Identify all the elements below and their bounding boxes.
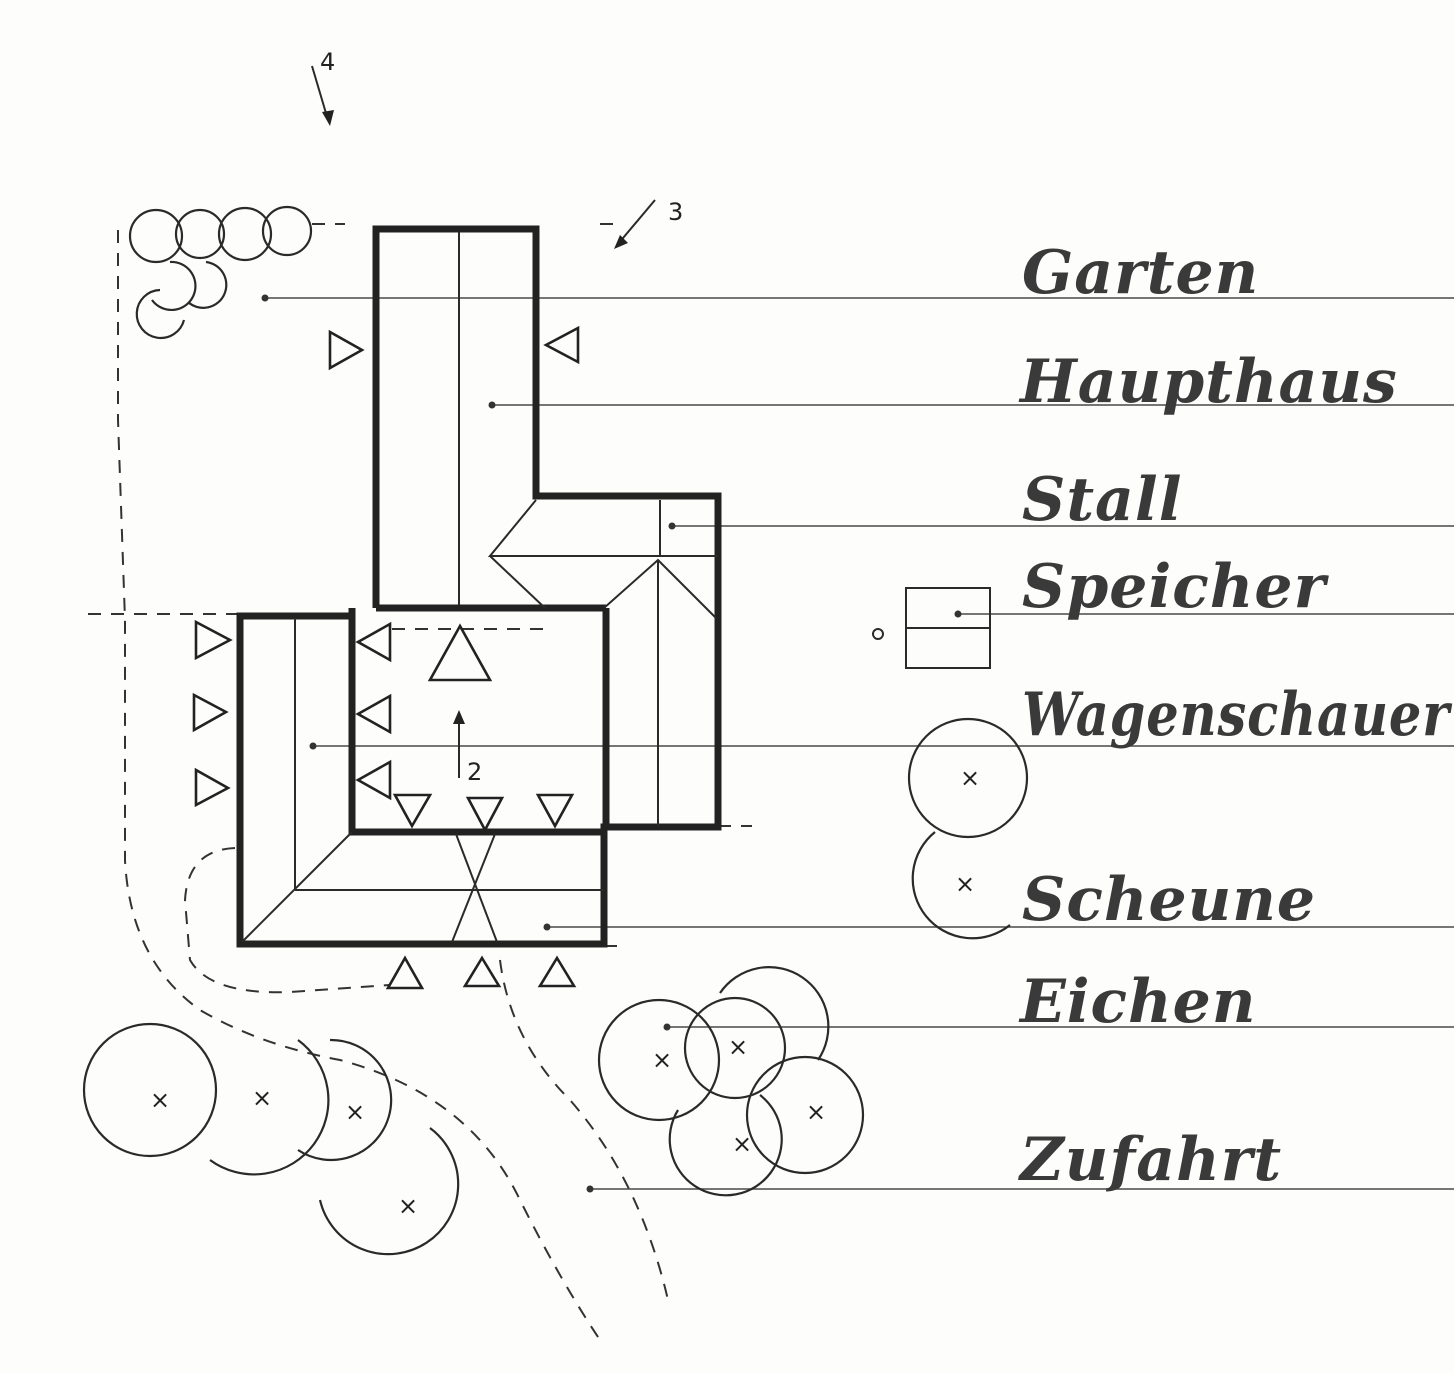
svg-text:×: × xyxy=(652,1046,672,1074)
svg-text:×: × xyxy=(252,1084,272,1112)
barn-complex xyxy=(236,608,610,948)
svg-text:×: × xyxy=(345,1098,365,1126)
label-zufahrt: Zufahrt xyxy=(1018,1125,1282,1195)
entrance-markers xyxy=(192,325,580,990)
granary-building xyxy=(872,587,991,669)
inner-yard-path xyxy=(183,847,391,994)
label-wagenschauer: Wagenschauer xyxy=(1022,680,1453,750)
trees-east: × × xyxy=(907,717,1029,940)
label-stall: Stall xyxy=(1022,465,1183,535)
view-number-3: 3 xyxy=(668,198,683,226)
label-eichen: Eichen xyxy=(1018,967,1256,1037)
label-scheune: Scheune xyxy=(1022,865,1316,935)
svg-text:×: × xyxy=(806,1098,826,1126)
svg-text:×: × xyxy=(732,1130,752,1158)
leader-lines xyxy=(261,294,1454,1193)
label-garten: Garten xyxy=(1022,238,1259,308)
dashed-paths xyxy=(88,223,752,1341)
svg-text:×: × xyxy=(398,1192,418,1220)
label-haupthaus: Haupthaus xyxy=(1018,347,1398,417)
driveway-path xyxy=(499,959,669,1301)
svg-text:×: × xyxy=(728,1033,748,1061)
label-speicher: Speicher xyxy=(1022,552,1330,622)
oak-trees-cluster: × × × × xyxy=(597,966,865,1197)
view-number-2: 2 xyxy=(467,758,482,786)
svg-text:×: × xyxy=(960,764,980,792)
svg-text:×: × xyxy=(150,1086,170,1114)
view-arrows: 2 3 4 xyxy=(311,48,683,786)
garden-hedge xyxy=(128,205,313,340)
main-house-building xyxy=(372,225,722,831)
trees-southwest: × × × × xyxy=(82,1022,460,1256)
svg-text:×: × xyxy=(955,870,975,898)
legend-labels: Garten Haupthaus Stall Speicher Wagensch… xyxy=(1018,238,1453,1195)
view-number-4: 4 xyxy=(320,48,335,76)
property-boundary-line xyxy=(117,230,601,1341)
